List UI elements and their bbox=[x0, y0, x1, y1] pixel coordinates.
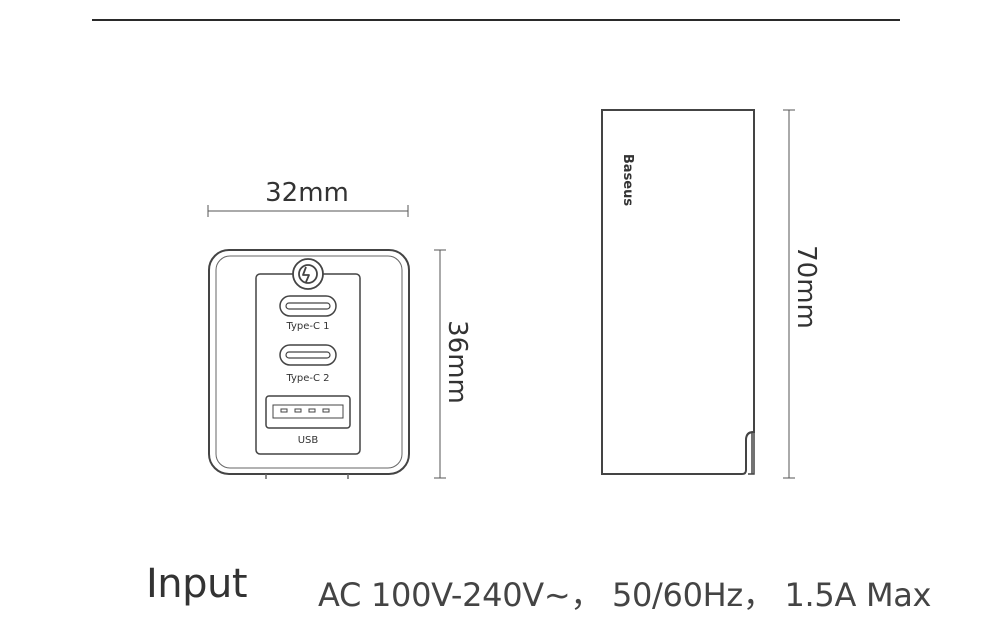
input-label: Input bbox=[146, 561, 248, 607]
type-c-1-label: Type-C 1 bbox=[285, 321, 329, 332]
type-c-2-label: Type-C 2 bbox=[285, 373, 329, 384]
input-spec-value: AC 100V-240V~， 50/60Hz， 1.5A Max bbox=[318, 576, 932, 614]
front-height-label: 36mm bbox=[442, 320, 472, 404]
type-c-port-1 bbox=[279, 295, 337, 317]
port-panel bbox=[255, 273, 361, 455]
charger-front-bezel bbox=[215, 255, 403, 469]
side-height-label: 70mm bbox=[791, 245, 821, 329]
baseus-logo-icon bbox=[292, 258, 324, 290]
usb-label: USB bbox=[298, 435, 319, 446]
charger-front-body bbox=[208, 249, 410, 475]
front-height-dimension bbox=[434, 249, 446, 479]
top-divider bbox=[92, 19, 900, 21]
side-height-dimension bbox=[783, 109, 795, 479]
type-c-port-2 bbox=[279, 344, 337, 366]
brand-label: Baseus bbox=[620, 154, 635, 206]
usb-a-port bbox=[265, 395, 351, 429]
width-dimension bbox=[207, 205, 409, 217]
width-label: 32mm bbox=[265, 178, 349, 208]
folding-prong bbox=[745, 431, 755, 475]
